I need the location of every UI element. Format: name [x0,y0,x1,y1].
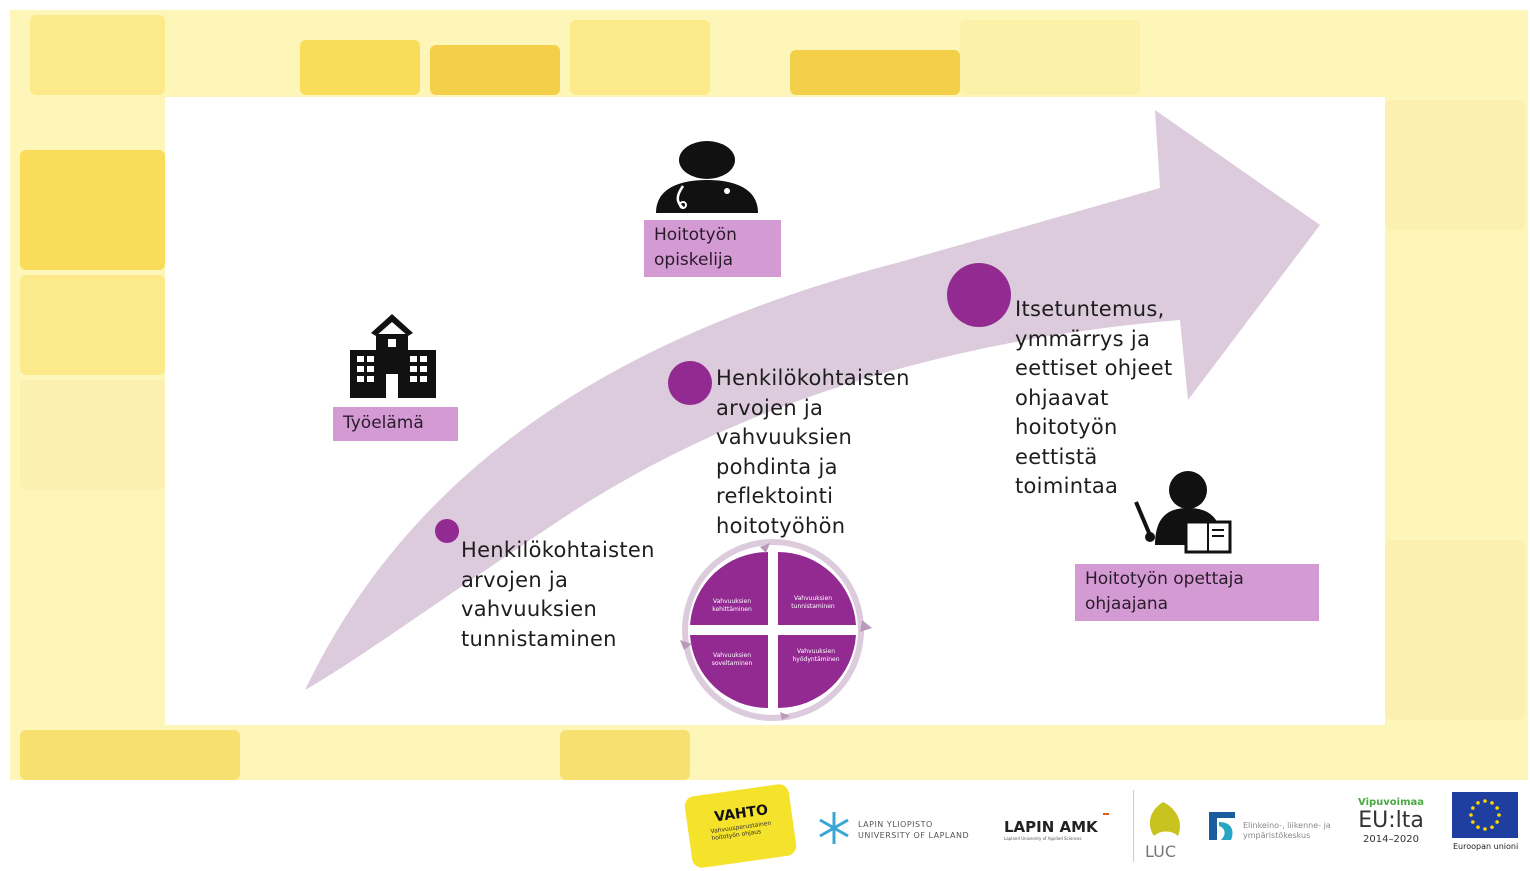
vipuvoimaa-logo: Vipuvoimaa EU:lta 2014–2020 [1358,797,1425,845]
eu-star [1497,813,1501,817]
stage-2-dot [668,361,712,405]
teacher-label: Hoitotyön opettaja ohjaajana [1075,564,1319,621]
eu-star [1471,806,1475,810]
eu-star [1476,825,1480,829]
eu-flag-icon [1452,792,1518,838]
eu-star [1483,799,1487,803]
eu-star [1490,801,1494,805]
puzzle-piece [20,380,165,490]
stage-1-dot [435,519,459,543]
puzzle-piece [430,45,560,95]
stage-3-text: Itsetuntemus, ymmärrys ja eettiset ohjee… [1015,297,1173,498]
lapin-amk-logo: LAPIN AMK Lapland University of Applied … [1004,818,1098,841]
puzzle-piece [1385,100,1525,230]
puzzle-piece [20,275,165,375]
cycle-quadrant-4 [778,635,856,709]
strengths-cycle [680,539,872,721]
eu-star [1490,825,1494,829]
eu-logo-text: Euroopan unioni [1453,842,1519,851]
puzzle-piece [20,730,240,780]
puzzle-piece [1385,540,1525,720]
puzzle-piece [560,730,690,780]
cycle-quadrant-2 [778,551,856,625]
amk-accent [1103,813,1109,815]
student-icon [656,141,758,213]
eu-star [1483,827,1487,831]
puzzle-piece [570,20,710,95]
cycle-quadrant-3 [690,635,768,709]
hospital-icon [350,314,436,398]
puzzle-piece [20,150,165,270]
eu-star [1495,820,1499,824]
stage-3-dot [947,263,1011,327]
stage-1-text: Henkilökohtaisten arvojen ja vahvuuksien… [461,538,655,651]
eu-star [1476,801,1480,805]
eu-star [1471,820,1475,824]
ely-icon [1209,812,1235,840]
workplace-label: Työelämä [333,407,458,441]
eu-star [1469,813,1473,817]
stage-2-text: Henkilökohtaisten arvojen ja vahvuuksien… [716,366,910,538]
puzzle-piece [790,50,960,95]
progress-arrow [305,110,1320,690]
puzzle-piece [960,20,1140,95]
cycle-quadrant-1 [690,551,768,625]
luc-logo: LUC [1145,842,1176,861]
student-label: Hoitotyön opiskelija [644,220,781,277]
snowflake-icon [819,812,849,844]
puzzle-piece [30,15,165,95]
logo-divider [1133,790,1134,862]
luc-leaf-icon [1149,802,1181,836]
eu-star [1495,806,1499,810]
puzzle-piece [300,40,420,95]
teacher-icon [1134,471,1232,554]
